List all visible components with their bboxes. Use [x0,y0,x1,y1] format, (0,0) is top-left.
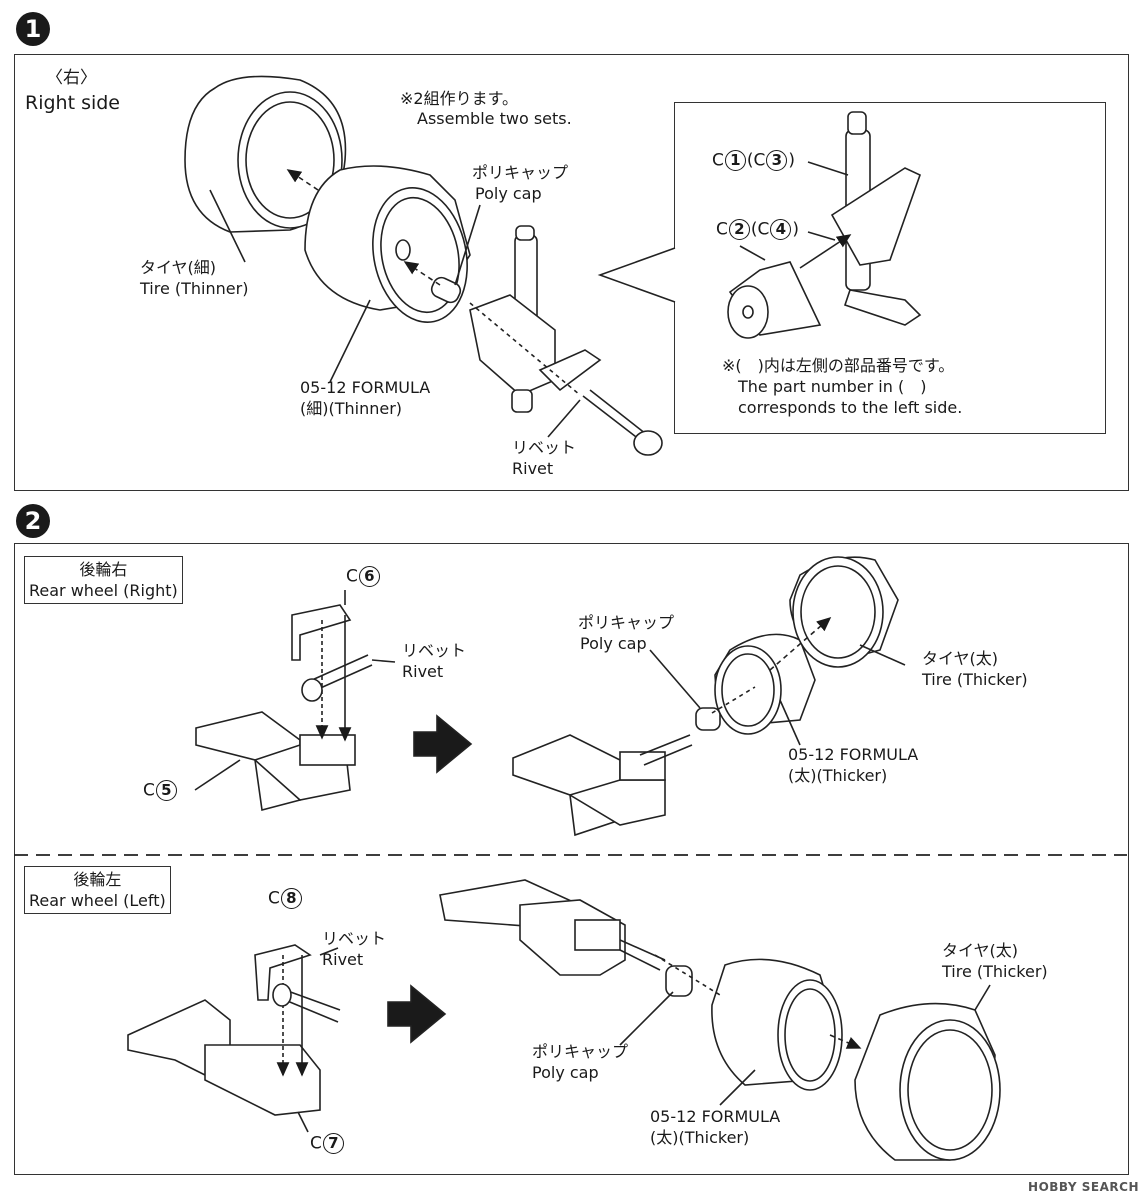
side-label-jp: 〈右〉 [46,68,97,88]
polycap-left-label-en: Poly cap [532,1063,599,1082]
inset-note-jp: ※( )内は左側の部品番号です。 [722,356,955,375]
rivet-label-jp: リベット [512,438,577,457]
step-arrow-right-icon [413,714,473,774]
tire-label-jp: タイヤ(細) [140,258,217,277]
tire-left-label-en: Tire (Thicker) [942,962,1048,981]
upright-icon [469,225,602,413]
rear-wheel-left-title: 後輪左 Rear wheel (Left) [24,866,171,914]
step-2-badge: 2 [16,504,50,538]
wheel-thinner-icon [304,165,471,323]
inset-polycap-icon [727,261,822,339]
polycap-right-label-en: Poly cap [580,634,647,653]
inset-note-en-1: The part number in ( ) [738,377,927,396]
tire-right-label-jp: タイヤ(太) [922,649,999,668]
wheel-right-label-sub: (太)(Thicker) [788,766,888,785]
rivet-left-label-en: Rivet [322,950,364,969]
step-arrow-left-icon [387,984,447,1044]
polycap-right-label-jp: ポリキャップ [578,613,675,632]
tire-label-en: Tire (Thinner) [140,279,249,298]
rivet-icon [582,389,663,456]
tire-thicker-right-icon [789,556,899,668]
wheel-label-sub: (細)(Thinner) [300,399,403,418]
rear-wheel-right-title: 後輪右 Rear wheel (Right) [24,556,183,604]
rear-arm-right-icon [195,604,356,812]
rear-assembly-right-icon [512,734,693,837]
tire-thicker-left-icon [854,1002,1001,1161]
polycap-left-icon [665,965,693,997]
wheel-left-label-name: 05-12 FORMULA [650,1107,781,1126]
rear-assembly-left-icon [439,879,666,976]
wheel-right-label-name: 05-12 FORMULA [788,745,919,764]
watermark: HOBBY SEARCH [1028,1180,1139,1194]
inset-upright-icon [830,111,922,326]
rivet-label-en: Rivet [512,459,554,478]
polycap-right-icon [695,707,721,731]
wheel-thicker-left-icon [711,958,843,1091]
rivet-left-icon [272,983,341,1023]
rivet-right-icon [301,654,373,702]
polycap-label-en: Poly cap [475,184,542,203]
rivet-right-label-jp: リベット [402,641,467,660]
wheel-left-label-sub: (太)(Thicker) [650,1128,750,1147]
wheel-thicker-right-icon [714,633,816,735]
tire-left-label-jp: タイヤ(太) [942,941,1019,960]
rear-arm-left-icon [127,944,321,1116]
polycap-left-label-jp: ポリキャップ [532,1042,629,1061]
assemble-note-jp: ※2組作ります。 [400,89,518,108]
polycap-label-jp: ポリキャップ [472,163,569,182]
inset-note-en-2: corresponds to the left side. [738,398,963,417]
side-label-en: Right side [25,92,120,114]
tire-right-label-en: Tire (Thicker) [922,670,1028,689]
rivet-left-label-jp: リベット [322,929,387,948]
rivet-right-label-en: Rivet [402,662,444,681]
assemble-note-en: Assemble two sets. [417,109,572,128]
wheel-label-name: 05-12 FORMULA [300,378,431,397]
step-1-badge: 1 [16,12,50,46]
